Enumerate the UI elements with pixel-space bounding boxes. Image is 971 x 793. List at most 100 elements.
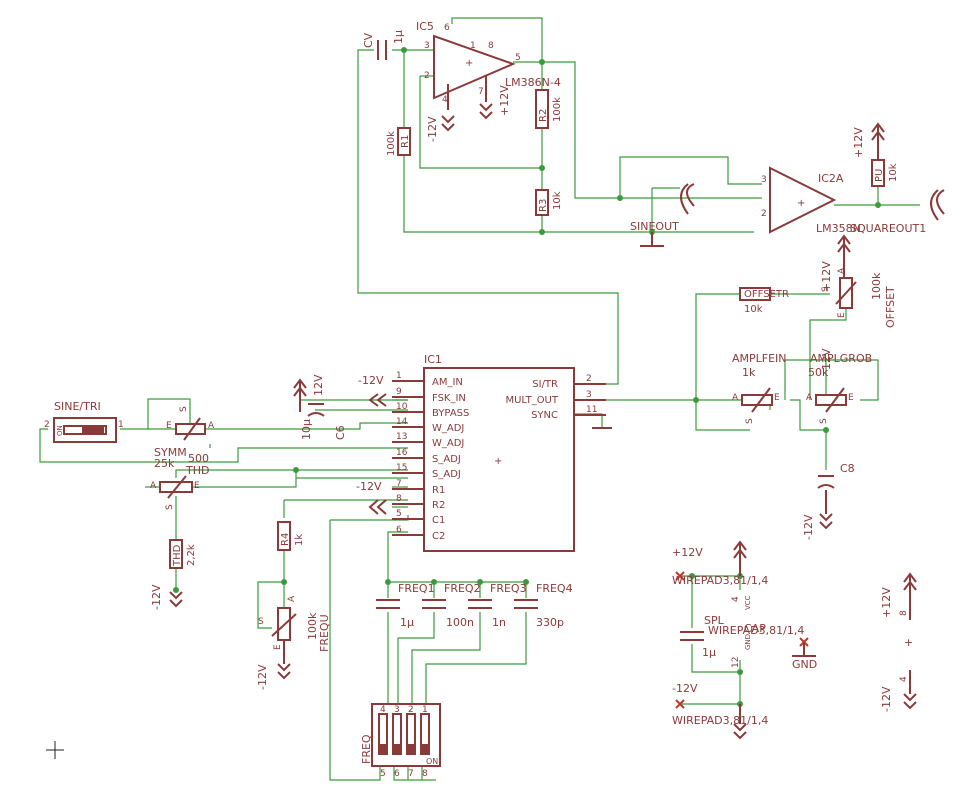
am-neg12: -12V xyxy=(358,374,384,387)
capacitor-c8[interactable]: C8 xyxy=(817,462,855,489)
block-plus12: +12V xyxy=(880,587,893,618)
dip-toggle-knob xyxy=(408,744,414,753)
offset-e: E xyxy=(837,312,847,318)
wirepad-1[interactable]: WIREPAD3,81/1,4 xyxy=(672,571,768,587)
ic5-part: LM386N-4 xyxy=(505,76,561,89)
pot-symm[interactable]: E A S SYMM 25k xyxy=(154,406,215,470)
arrow-r2 xyxy=(368,499,387,515)
ic1-left-pin-number: 14 xyxy=(396,417,408,427)
capacitor-freq3[interactable]: FREQ3 1n xyxy=(468,582,527,629)
power-pin4: 4 xyxy=(731,596,741,602)
pu-value: 10k xyxy=(888,163,899,182)
junctions xyxy=(173,47,881,707)
ground-symbols xyxy=(592,232,664,429)
dip-toggle[interactable] xyxy=(392,713,402,755)
pot-amplfein[interactable]: A E S AMPLFEIN 1k xyxy=(732,352,787,424)
frequ-neg12: -12V xyxy=(256,664,269,690)
amplfein-name: AMPLFEIN xyxy=(732,352,787,365)
resistor-r3[interactable]: R3 10k xyxy=(535,189,563,216)
ic1-right-pin-name: MULT_OUT xyxy=(505,395,558,406)
dip-toggle[interactable] xyxy=(406,713,416,755)
ic5-opamp[interactable]: IC5 + LM386N-4 3 2 6 5 4 7 8 1 -12V +12V xyxy=(416,20,561,142)
sinetri-pin1: 1 xyxy=(118,420,124,430)
arrow-block-neg xyxy=(903,670,917,710)
c6-value: 10µ xyxy=(300,419,313,440)
ic1-label: IC1 xyxy=(424,353,442,366)
block-pin4: 4 xyxy=(899,676,909,682)
wires xyxy=(39,17,920,781)
amplfein-s: S xyxy=(745,418,755,424)
dip-bottom-pin: 7 xyxy=(408,769,414,779)
resistor-offsetr[interactable]: OFFSETR 10k xyxy=(739,287,789,315)
resistor-pu[interactable]: PU 10k xyxy=(871,159,899,187)
pot-amplgrob[interactable]: A E S AMPLGROB 50k xyxy=(806,352,872,424)
freq3-name: FREQ3 xyxy=(490,582,527,595)
thd-pot-a: A xyxy=(150,481,157,491)
ic2a-part: LM358N xyxy=(816,222,861,235)
wirepad-2[interactable]: WIREPAD3,81/1,4 xyxy=(672,699,768,727)
gnd-label: GND xyxy=(792,658,817,671)
c8-neg12: -12V xyxy=(802,514,815,540)
ic5-pin8: 8 xyxy=(488,41,494,51)
spl-value: 1µ xyxy=(702,646,716,659)
ic1-left-pin-name: S_ADJ xyxy=(432,469,461,480)
resistor-thd[interactable]: THD 2,2k xyxy=(169,539,197,569)
thd-neg12: -12V xyxy=(150,584,163,610)
dip-top-pin: 3 xyxy=(394,705,400,715)
dip-toggle-knob xyxy=(422,744,428,753)
ic5-pin3: 3 xyxy=(424,41,430,51)
pot-offset[interactable]: A E S 100k OFFSET xyxy=(821,267,897,328)
frequ-value: 100k xyxy=(306,612,319,640)
pot-thd[interactable]: A E S 500 THD xyxy=(150,452,209,510)
resistor-r2[interactable]: R2 100k xyxy=(535,89,563,129)
ic1-left-pin-number: 8 xyxy=(396,494,402,504)
block-neg12: -12V xyxy=(880,686,893,712)
frequ-e: E xyxy=(273,644,283,650)
ic2a-pin2: 2 xyxy=(761,209,767,219)
freq4-name: FREQ4 xyxy=(536,582,573,595)
ic5-pin6: 6 xyxy=(444,23,450,33)
ic2a-opamp[interactable]: IC2A + LM358N 3 2 xyxy=(761,166,861,235)
capacitor-freq4[interactable]: FREQ4 330p xyxy=(514,582,573,629)
dip-toggle[interactable] xyxy=(378,713,388,755)
r1-value: 100k xyxy=(386,131,397,156)
dip-toggle[interactable] xyxy=(420,713,430,755)
dip-top-pin: 1 xyxy=(422,705,428,715)
ic1-left-pin-number: 6 xyxy=(396,525,402,535)
symm-value: 25k xyxy=(154,457,175,470)
r2-name: R2 xyxy=(538,109,549,122)
ic5-pin1: 1 xyxy=(470,41,476,51)
gnd-pad[interactable]: GND xyxy=(792,642,817,671)
arrow-offset-pos xyxy=(837,234,851,278)
pot-frequ[interactable]: S E A 100k FREQU xyxy=(258,595,331,652)
arrow-pu-pos xyxy=(871,122,885,160)
switch-sinetri[interactable]: SINE/TRI ON 2 1 xyxy=(44,400,124,443)
sinetri-on: ON xyxy=(56,425,64,436)
capacitor-cv[interactable]: CV 1µ xyxy=(362,30,405,60)
wirepad-3[interactable]: WIREPAD3,81/1,4 CAP xyxy=(708,622,809,647)
capacitor-freq1[interactable]: FREQ1 1µ xyxy=(376,582,435,629)
capacitor-freq2[interactable]: FREQ2 100n xyxy=(422,582,481,629)
offset-plus12: +12V xyxy=(820,261,833,292)
resistor-r1[interactable]: R1 100k xyxy=(386,127,411,156)
dip-toggle-knob xyxy=(394,744,400,753)
resistor-r4[interactable]: R4 1k xyxy=(277,521,305,551)
amplgrob-a: A xyxy=(806,393,813,403)
r2-value: 100k xyxy=(552,97,563,122)
output-sineout[interactable]: SINEOUT xyxy=(630,183,695,233)
symm-name: SYMM xyxy=(154,446,187,459)
output-squareout[interactable]: SQUAREOUT1 xyxy=(850,189,945,235)
capacitor-spl[interactable]: SPL 1µ xyxy=(680,614,725,659)
capacitor-c6[interactable]: C6 10µ xyxy=(300,403,347,440)
r4-value: 1k xyxy=(294,534,305,546)
ic1[interactable]: IC1 + 1AM_IN9FSK_IN10BYPASS14W_ADJ13W_AD… xyxy=(392,353,606,552)
ic5-pin4: 4 xyxy=(442,95,448,105)
freq1-value: 1µ xyxy=(400,616,414,629)
supply-block-right: 8 + 4 xyxy=(899,610,913,682)
wirepad2-label: WIREPAD3,81/1,4 xyxy=(672,714,768,727)
ic1-right-pin-number: 3 xyxy=(586,390,592,400)
offset-name: OFFSET xyxy=(884,286,897,328)
